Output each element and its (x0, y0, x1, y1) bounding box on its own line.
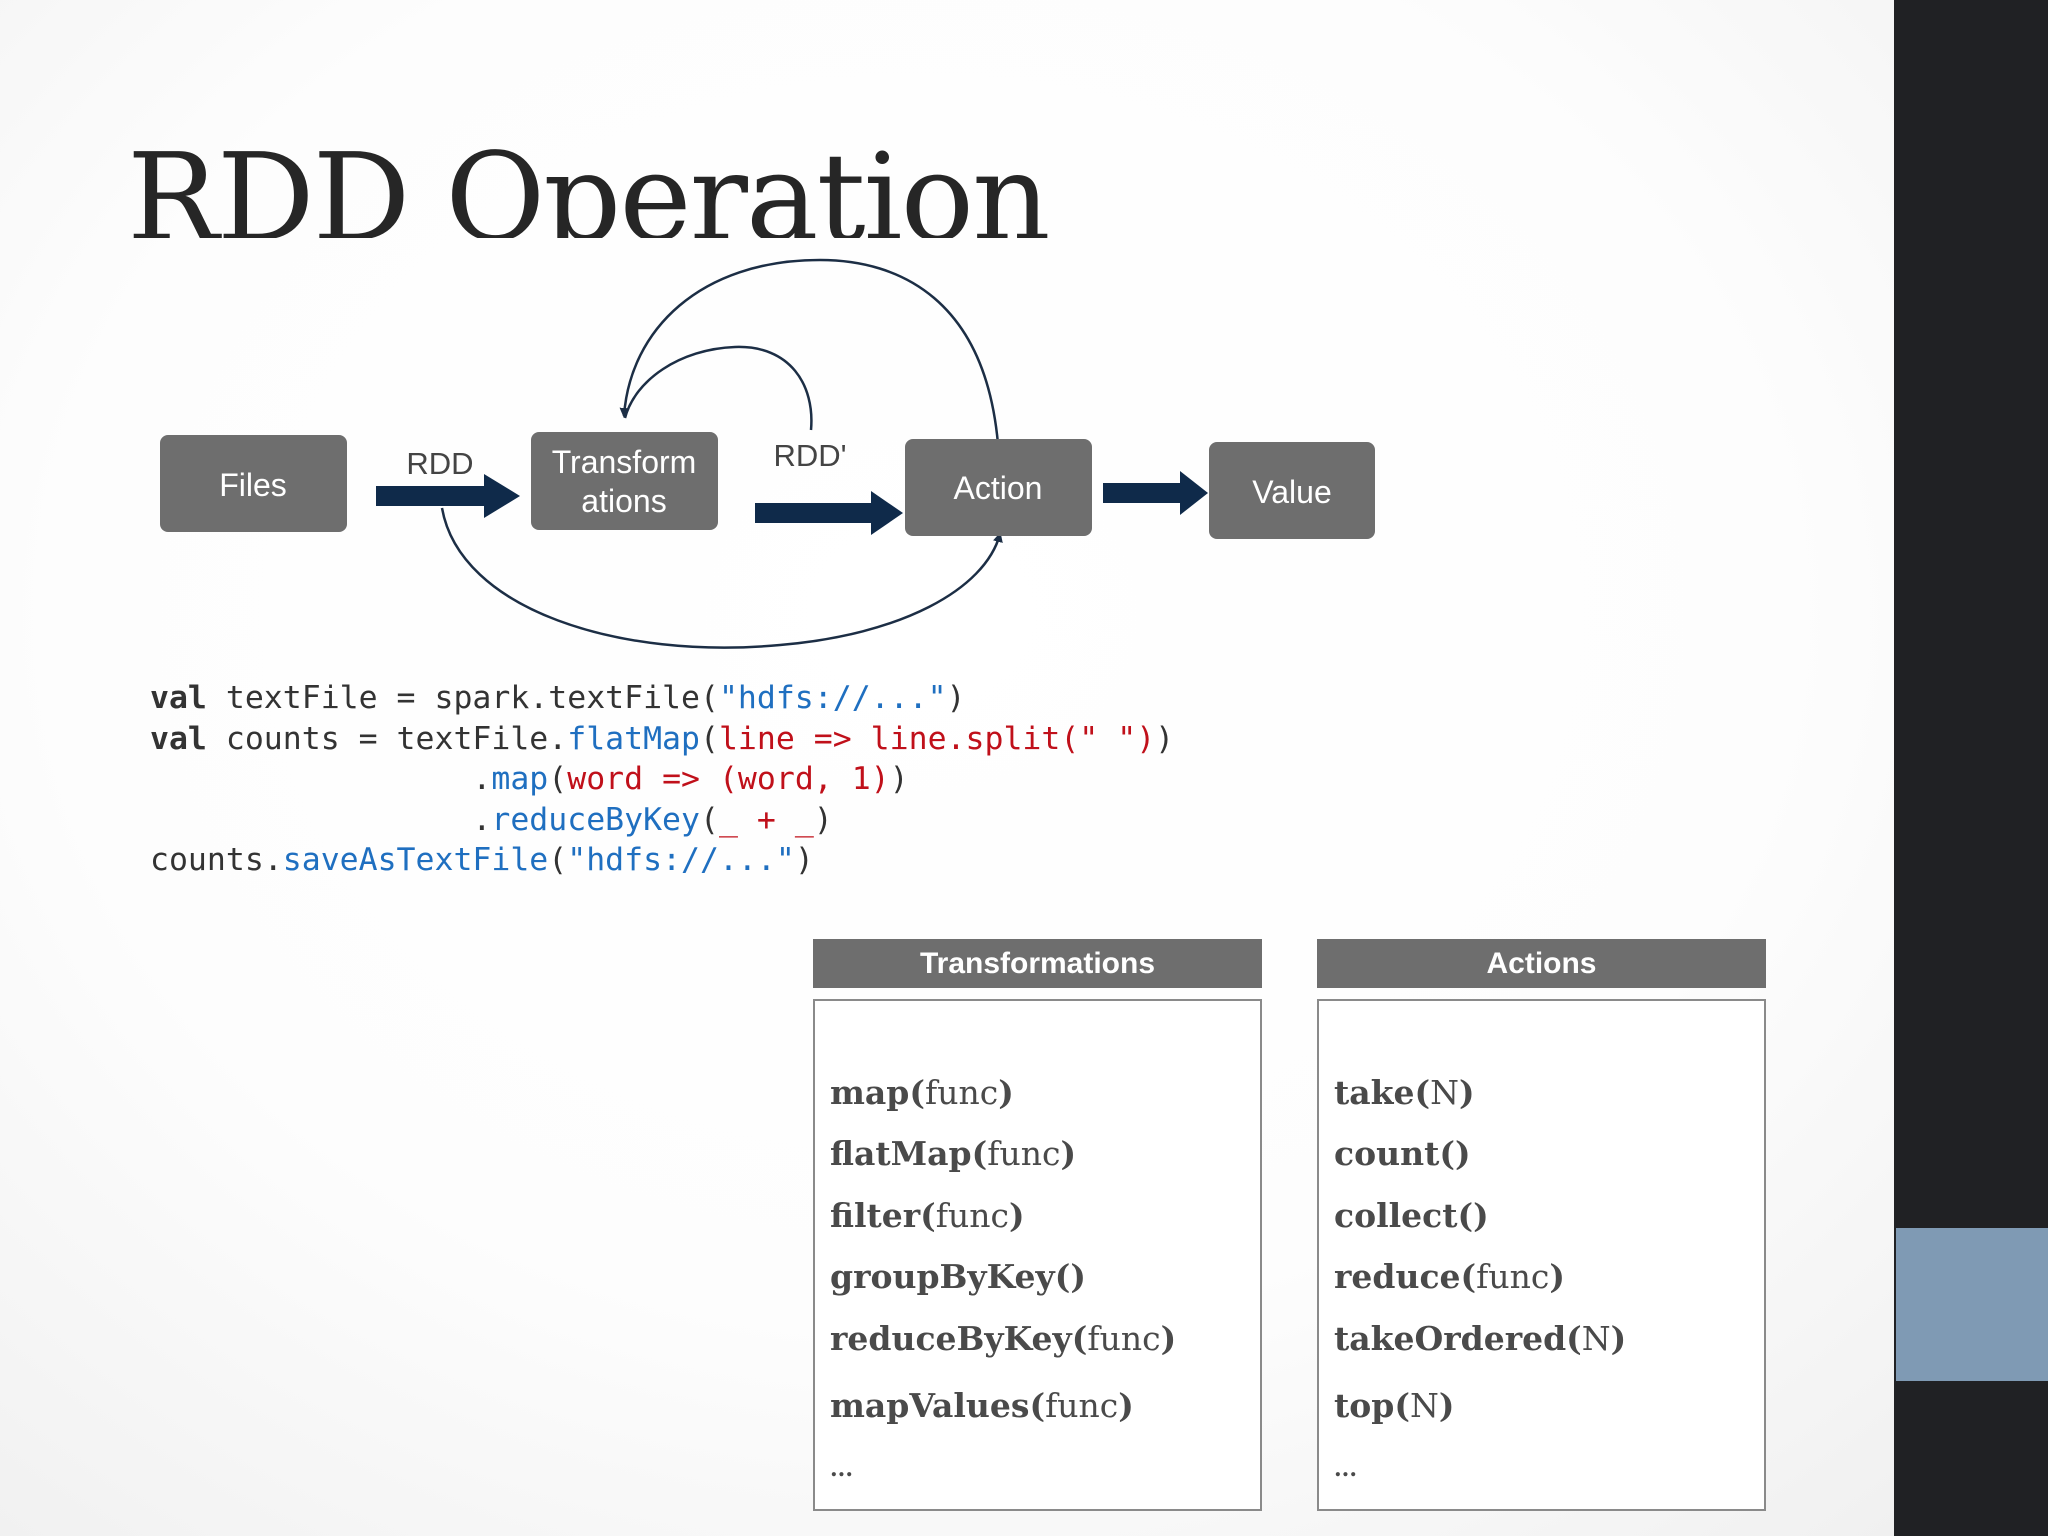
code-line-5: counts.saveAsTextFile("hdfs://...") (150, 842, 814, 878)
actions-table: Actions take(N) count() collect() reduce… (1317, 939, 1766, 1511)
arrow-action-to-value (1103, 471, 1208, 515)
actions-table-body: take(N) count() collect() reduce(func) t… (1317, 999, 1766, 1511)
sidebar-accent-block (1896, 1228, 2048, 1381)
node-transformations: Transform ations (531, 432, 718, 530)
code-line-2: val counts = textFile.flatMap(line => li… (150, 720, 1175, 757)
list-item: take(N) (1334, 1073, 1475, 1112)
loop-curve-outer (619, 258, 1000, 445)
svg-text:Files: Files (219, 467, 287, 503)
transformations-table-header: Transformations (813, 939, 1262, 988)
code-snippet: val textFile = spark.textFile("hdfs://..… (150, 678, 1174, 881)
code-line-4: .reduceByKey(_ + _) (150, 801, 833, 838)
ellipsis: ... (1334, 1456, 1357, 1482)
transformations-table-body: map(func) flatMap(func) filter(func) gro… (813, 999, 1262, 1511)
list-item: groupByKey() (830, 1257, 1086, 1296)
list-item: top(N) (1334, 1386, 1455, 1425)
list-item: collect() (1334, 1196, 1489, 1235)
transformations-table: Transformations map(func) flatMap(func) … (813, 939, 1262, 1511)
list-item: reduce(func) (1334, 1257, 1565, 1296)
svg-text:Transform: Transform (552, 444, 697, 480)
list-item: flatMap(func) (830, 1134, 1077, 1173)
slide-title: RDD Operation (127, 127, 1049, 238)
list-item: mapValues(func) (830, 1386, 1134, 1425)
list-item: reduceByKey(func) (830, 1319, 1177, 1358)
rdd-flow-diagram: Files Transform ations Action Value RDD … (160, 258, 1375, 649)
list-item: count() (1334, 1134, 1471, 1173)
edge-label-rdd: RDD (406, 446, 473, 481)
node-files: Files (160, 435, 347, 532)
svg-text:Value: Value (1252, 474, 1331, 510)
arrow-transformations-to-action (755, 491, 903, 535)
actions-table-header: Actions (1317, 939, 1766, 988)
loop-curve-inner (623, 345, 813, 431)
svg-text:Action: Action (954, 470, 1043, 506)
arrow-files-to-transformations (376, 474, 520, 518)
code-line-3: .map(word => (word, 1)) (150, 761, 909, 797)
list-item: map(func) (830, 1073, 1014, 1112)
list-item: filter(func) (830, 1196, 1025, 1235)
edge-label-rdd-prime: RDD' (773, 438, 846, 473)
node-value: Value (1209, 442, 1375, 539)
code-line-1: val textFile = spark.textFile("hdfs://..… (150, 680, 966, 716)
ellipsis: ... (830, 1456, 853, 1482)
bypass-curve (440, 507, 1003, 649)
list-item: takeOrdered(N) (1334, 1319, 1627, 1358)
svg-text:ations: ations (581, 483, 666, 519)
node-action: Action (905, 439, 1092, 536)
slide: RDD Operation Files (127, 127, 1766, 1511)
